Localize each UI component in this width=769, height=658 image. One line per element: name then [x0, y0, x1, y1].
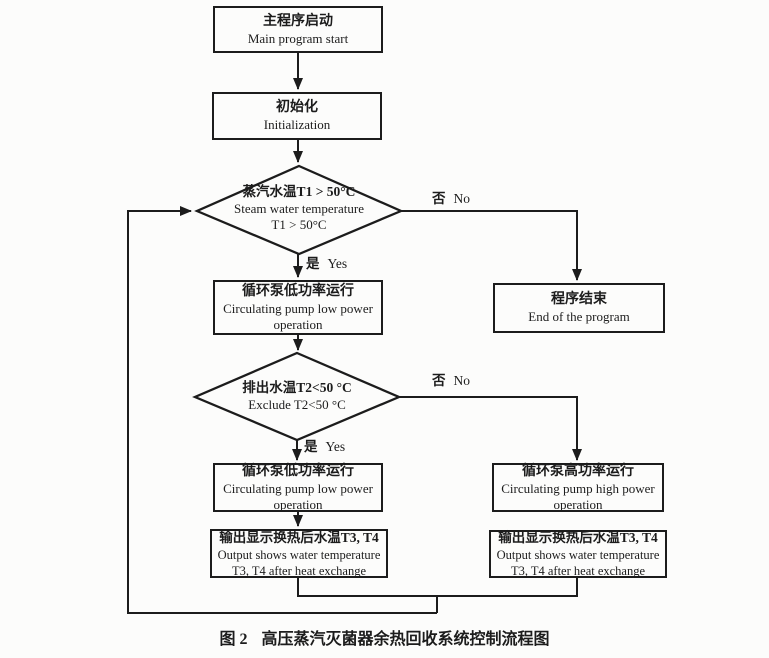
node-output-temps-left-en2: T3, T4 after heat exchange: [231, 563, 367, 578]
label-t1-no-zh: 否: [432, 191, 446, 206]
node-output-temps-right-en2: T3, T4 after heat exchange: [510, 564, 646, 578]
node-output-temps-left-zh: 输出显示换热后水温T3, T4: [219, 529, 379, 545]
label-t2-no-en: No: [453, 373, 471, 388]
label-t2-yes-en: Yes: [325, 439, 346, 454]
node-main-program-start-zh: 主程序启动: [263, 13, 333, 29]
node-initialization-zh: 初始化: [276, 100, 318, 115]
label-t2-no: 否 No: [432, 372, 470, 390]
node-program-end-en: End of the program: [528, 309, 630, 324]
decision-t1-diamond: [194, 164, 404, 256]
decision-t1-en2: T1 > 50°C: [271, 217, 327, 232]
node-pump-low-power-1-en: Circulating pump low power operation: [223, 300, 373, 332]
node-pump-low-power-2-en: Circulating pump low power operation: [223, 480, 373, 512]
edge-outputs-join: [297, 578, 578, 597]
decision-t2-diamond: [192, 351, 402, 442]
node-main-program-start: 主程序启动 Main program start: [213, 6, 383, 53]
decision-t2-zh: 排出水温T2<50 °C: [242, 380, 352, 395]
node-output-temps-left-en1: Output shows water temperature: [217, 547, 381, 562]
label-t1-yes-zh: 是: [306, 256, 320, 271]
node-output-temps-right-zh: 输出显示换热后水温T3, T4: [498, 530, 658, 545]
node-pump-low-power-2-zh: 循环泵低功率运行: [242, 463, 354, 479]
node-pump-low-power-2: 循环泵低功率运行 Circulating pump low power oper…: [213, 463, 383, 512]
label-t1-yes: 是 Yes: [306, 255, 347, 273]
figure-caption-title: 高压蒸汽灭菌器余热回收系统控制流程图: [261, 631, 550, 648]
node-output-temps-right-en1: Output shows water temperature: [496, 548, 660, 562]
node-output-temps-left: 输出显示换热后水温T3, T4 Output shows water tempe…: [210, 529, 388, 578]
node-pump-high-power: 循环泵高功率运行 Circulating pump high power ope…: [492, 463, 664, 512]
label-t1-yes-en: Yes: [327, 256, 348, 271]
decision-t2-text: 排出水温T2<50 °C Exclude T2<50 °C: [195, 379, 399, 413]
decision-t1-text: 蒸汽水温T1 > 50°C Steam water temperature T1…: [197, 183, 401, 233]
node-initialization: 初始化 Initialization: [212, 92, 382, 140]
node-program-end-zh: 程序结束: [551, 292, 607, 307]
figure-caption-label: 图 2: [219, 631, 248, 648]
decision-t1-zh: 蒸汽水温T1 > 50°C: [242, 184, 356, 199]
node-program-end: 程序结束 End of the program: [493, 283, 665, 333]
node-pump-low-power-1: 循环泵低功率运行 Circulating pump low power oper…: [213, 280, 383, 335]
edge-t1-no-to-end: [401, 210, 582, 281]
decision-t1-en1: Steam water temperature: [234, 201, 364, 216]
edge-t2-no-to-pump-high: [399, 396, 582, 461]
node-initialization-en: Initialization: [263, 117, 331, 132]
decision-t2-en: Exclude T2<50 °C: [248, 397, 346, 412]
node-pump-high-power-zh: 循环泵高功率运行: [522, 463, 634, 479]
node-pump-low-power-1-zh: 循环泵低功率运行: [242, 283, 354, 299]
label-t2-no-zh: 否: [432, 373, 446, 388]
label-t1-no-en: No: [453, 191, 471, 206]
figure-caption: 图 2 高压蒸汽灭菌器余热回收系统控制流程图: [0, 629, 769, 651]
label-t1-no: 否 No: [432, 190, 470, 208]
label-t2-yes: 是 Yes: [304, 438, 345, 456]
edge-loop-back-to-decision-t1: [127, 206, 437, 614]
node-output-temps-right: 输出显示换热后水温T3, T4 Output shows water tempe…: [489, 530, 667, 578]
node-main-program-start-en: Main program start: [247, 30, 349, 46]
node-pump-high-power-en: Circulating pump high power operation: [501, 480, 655, 512]
label-t2-yes-zh: 是: [304, 439, 318, 454]
